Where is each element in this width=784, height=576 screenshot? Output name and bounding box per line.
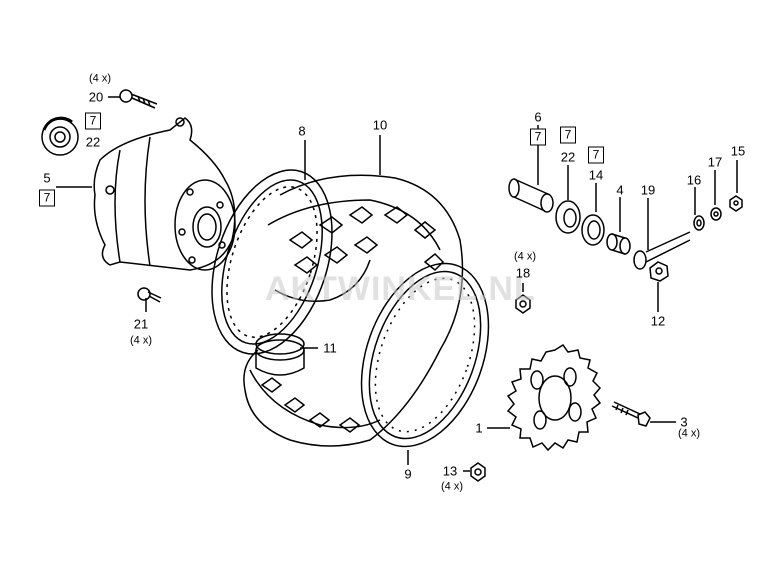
tire-10 bbox=[243, 174, 464, 447]
part-label-15: 15 bbox=[730, 143, 746, 159]
part-label-11: 11 bbox=[323, 340, 337, 356]
rim-9 bbox=[360, 262, 490, 448]
part-label-12: 12 bbox=[650, 313, 666, 329]
ref-box-5: 7 bbox=[39, 189, 55, 207]
nut-13 bbox=[470, 462, 486, 482]
part-label-3: 3 bbox=[680, 414, 688, 430]
nut-12 bbox=[649, 261, 669, 282]
part-label-1: 1 bbox=[475, 420, 483, 436]
part-label-22-left: 22 bbox=[85, 134, 101, 150]
part-label-4: 4 bbox=[616, 182, 624, 198]
watermark: AKTWINKEL.NL bbox=[265, 270, 536, 308]
axle-19 bbox=[633, 231, 691, 270]
hub-5 bbox=[93, 117, 236, 271]
bolt-20 bbox=[119, 89, 158, 109]
ref-box-14: 7 bbox=[588, 146, 604, 164]
spacer-4 bbox=[606, 233, 631, 255]
part-label-8: 8 bbox=[298, 123, 306, 139]
washer-17 bbox=[710, 207, 722, 221]
quantity-18: (4 x) bbox=[514, 250, 536, 263]
part-label-14: 14 bbox=[588, 167, 604, 183]
part-label-19: 19 bbox=[640, 182, 656, 198]
part-label-16: 16 bbox=[686, 172, 702, 188]
part-label-13: 13 bbox=[442, 463, 458, 479]
ref-box-6: 7 bbox=[530, 128, 546, 146]
ref-box-22-left: 7 bbox=[85, 112, 101, 130]
part-label-18: 18 bbox=[515, 265, 531, 281]
part-label-5: 5 bbox=[43, 170, 51, 186]
quantity-3: (4 x) bbox=[678, 427, 700, 440]
nut-18 bbox=[515, 294, 531, 314]
nut-15 bbox=[729, 195, 743, 212]
bearing-22-left bbox=[41, 116, 79, 156]
quantity-13: (4 x) bbox=[441, 480, 463, 493]
part-label-6: 6 bbox=[534, 109, 542, 125]
sleeve-6 bbox=[508, 178, 554, 213]
quantity-21: (4 x) bbox=[130, 334, 152, 347]
rim-8 bbox=[211, 169, 333, 355]
bearing-22-right bbox=[555, 200, 581, 234]
part-label-17: 17 bbox=[707, 154, 723, 170]
quantity-20: (4 x) bbox=[89, 72, 111, 85]
part-label-10: 10 bbox=[372, 117, 388, 133]
tube-11 bbox=[255, 333, 305, 376]
leader-lines bbox=[56, 96, 738, 472]
part-label-20: 20 bbox=[88, 89, 104, 105]
ref-box-22-right: 7 bbox=[560, 126, 576, 144]
bolt-3 bbox=[611, 401, 651, 427]
part-label-22-right: 22 bbox=[560, 149, 576, 165]
sprocket-1 bbox=[506, 343, 602, 452]
bolt-21 bbox=[137, 287, 162, 303]
seal-14 bbox=[581, 214, 605, 246]
part-label-9: 9 bbox=[404, 466, 412, 482]
part-label-21: 21 bbox=[133, 316, 149, 332]
washer-16 bbox=[693, 215, 705, 231]
